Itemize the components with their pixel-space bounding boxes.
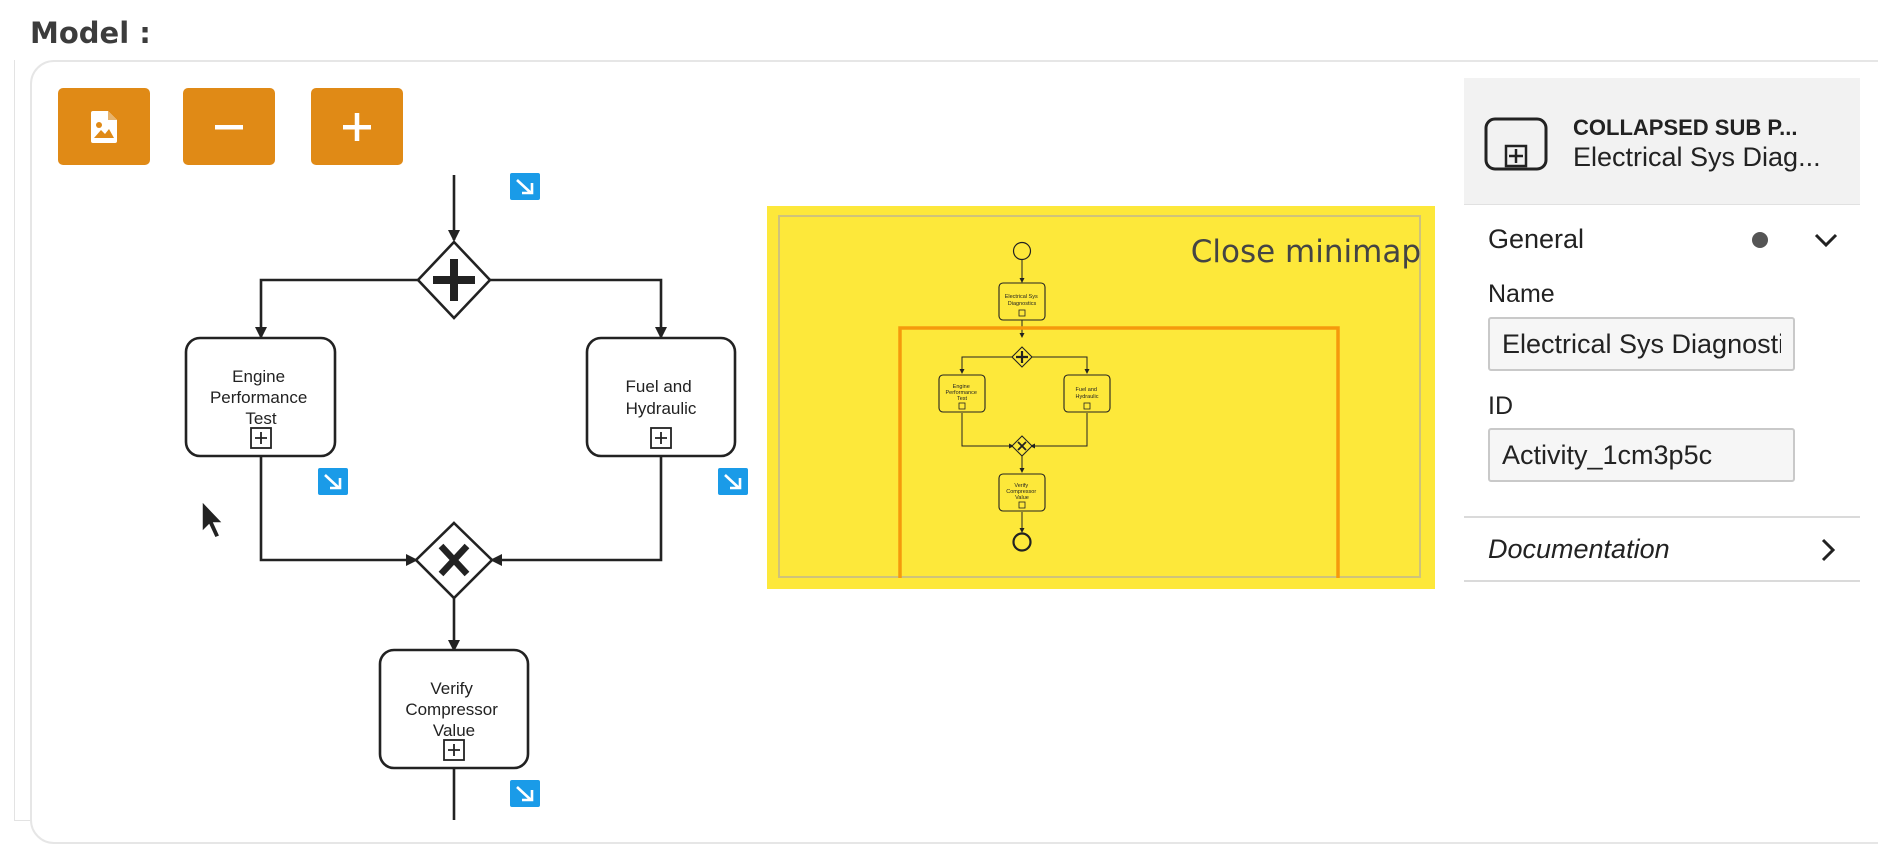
parallel-gateway[interactable] <box>416 240 492 320</box>
task-verify-compressor-value[interactable]: Verify Compressor Value <box>378 648 530 770</box>
minimap-viewport <box>898 326 1340 578</box>
divider <box>1464 516 1860 518</box>
svg-text:Fuel and Hydraulic: Fuel and Hydraulic <box>626 377 697 418</box>
svg-text:Verify Compressor: Verify Compressor Value <box>405 679 502 740</box>
group-general-header[interactable]: General <box>1464 208 1860 272</box>
zoom-in-button[interactable] <box>311 88 403 165</box>
svg-text:Engine Performance: Engine Performance Test <box>210 367 312 428</box>
minus-icon <box>215 124 243 129</box>
svg-text:Electrical Sys Diagnos: Electrical Sys Diagnostics <box>1005 294 1040 307</box>
sequence-flow <box>490 456 663 566</box>
element-type-label: COLLAPSED SUB P... <box>1573 115 1798 140</box>
drilldown-icon[interactable] <box>718 468 748 495</box>
drilldown-icon[interactable] <box>510 173 540 200</box>
sequence-flow <box>490 278 667 339</box>
name-input[interactable] <box>1488 317 1795 371</box>
mouse-cursor-icon <box>201 499 225 539</box>
exclusive-gateway[interactable] <box>414 521 494 600</box>
group-documentation-title: Documentation <box>1488 534 1670 564</box>
minimap-inner <box>778 215 1421 578</box>
image-file-icon <box>91 110 117 143</box>
divider <box>1464 580 1860 582</box>
collapsed-marker-icon <box>250 427 272 449</box>
collapsed-marker-icon <box>650 427 672 449</box>
svg-text:Fuel and Hydraulic: Fuel and Hydraulic <box>1076 387 1099 400</box>
minimap-task: Electrical Sys Diagnostics <box>998 282 1046 321</box>
name-label: Name <box>1488 280 1555 308</box>
svg-text:Engine Performance: Engine Performance Test <box>945 384 978 402</box>
properties-panel: COLLAPSED SUB P... Electrical Sys Diag..… <box>1464 78 1860 820</box>
minimap-task: Fuel and Hydraulic <box>1063 374 1111 413</box>
drilldown-icon[interactable] <box>510 780 540 807</box>
svg-text:Verify Compressor: Verify Compressor Value <box>1006 483 1037 501</box>
minimap-task: Engine Performance Test <box>938 374 986 413</box>
group-has-entries-indicator <box>1752 232 1768 248</box>
id-label: ID <box>1488 392 1513 420</box>
properties-header: COLLAPSED SUB P... Electrical Sys Diag..… <box>1464 78 1860 205</box>
chevron-right-icon[interactable] <box>1820 538 1836 562</box>
minimap-preview: Electrical Sys Diagnostics Engine Perfor… <box>898 241 1340 578</box>
page-title: Model : <box>30 16 151 50</box>
chevron-down-icon[interactable] <box>1814 232 1838 248</box>
plus-icon <box>343 112 371 141</box>
sequence-flow <box>259 456 418 566</box>
zoom-out-button[interactable] <box>183 88 275 165</box>
minimap[interactable]: Close minimap Electrical Sys Diagnostics <box>767 206 1435 589</box>
export-image-button[interactable] <box>58 88 150 165</box>
task-engine-performance-test[interactable]: Engine Performance Test <box>184 336 337 458</box>
bpmn-diagram[interactable]: Engine Performance Test Fuel and Hydraul… <box>0 0 767 820</box>
minimap-task: Verify Compressor Value <box>998 473 1046 512</box>
close-minimap-button[interactable]: Close minimap <box>1190 234 1421 270</box>
group-general-title: General <box>1488 224 1585 254</box>
group-documentation-header[interactable]: Documentation <box>1464 518 1860 582</box>
task-fuel-and-hydraulic[interactable]: Fuel and Hydraulic <box>585 336 737 458</box>
element-name-label: Electrical Sys Diag... <box>1573 142 1821 172</box>
collapsed-marker-icon <box>443 739 465 761</box>
drilldown-icon[interactable] <box>318 468 348 495</box>
sequence-flow <box>255 278 418 339</box>
id-input[interactable] <box>1488 428 1795 482</box>
collapsed-subprocess-icon <box>1484 117 1548 171</box>
